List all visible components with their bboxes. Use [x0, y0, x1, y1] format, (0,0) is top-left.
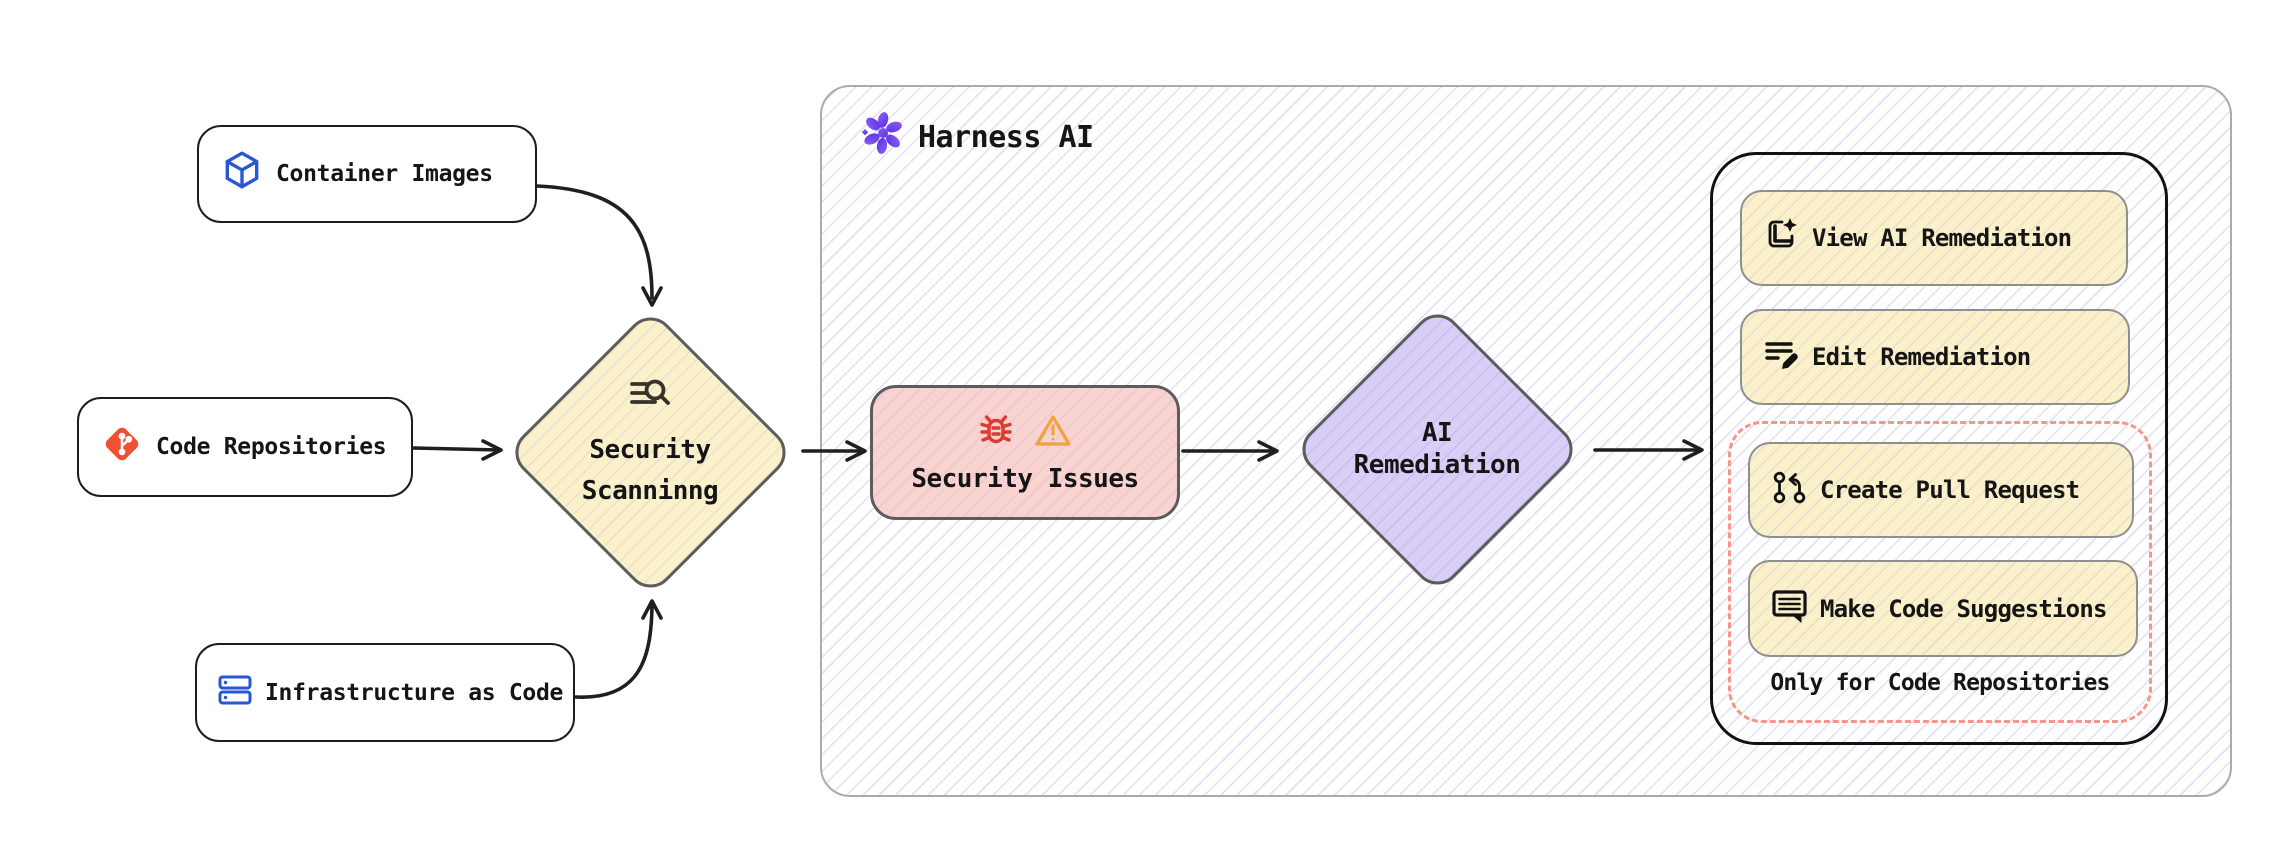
- create-pull-request-button: Create Pull Request: [1748, 442, 2134, 538]
- ai-remediation-line1: AI: [1421, 418, 1453, 448]
- button-label: Create Pull Request: [1820, 476, 2080, 504]
- security-scanning-line2: Scanninng: [581, 476, 719, 507]
- container-cube-icon: [221, 150, 263, 198]
- button-label: Make Code Suggestions: [1820, 594, 2107, 623]
- edit-list-pencil-icon: [1762, 335, 1800, 379]
- harness-ai-group-label: Harness AI: [860, 110, 1094, 164]
- make-code-suggestions-button: Make Code Suggestions: [1748, 560, 2138, 657]
- node-code-repositories: Code Repositories: [77, 397, 413, 497]
- remediation-actions-panel: [1710, 152, 2168, 745]
- ai-remediation-line2: Remediation: [1353, 449, 1521, 480]
- git-icon: [101, 423, 143, 471]
- ai-remediation-label: AI Remediation: [1297, 418, 1577, 481]
- arrow-container-images-to-scanner: [535, 184, 654, 300]
- server-stack-icon: [215, 670, 255, 716]
- code-suggestion-chat-icon: [1770, 587, 1808, 631]
- pull-request-icon: [1770, 468, 1808, 512]
- node-label: Infrastructure as Code: [265, 679, 564, 706]
- arrow-iac-to-scanner: [574, 605, 654, 699]
- harness-ai-flower-icon: [860, 110, 906, 164]
- node-label: Container Images: [276, 161, 493, 187]
- harness-ai-title: Harness AI: [918, 119, 1094, 155]
- arrow-code-repositories-to-scanner: [412, 446, 501, 452]
- bug-icon: [976, 411, 1016, 455]
- button-label: View AI Remediation: [1812, 224, 2072, 252]
- repo-only-dashed-group: [1728, 421, 2152, 723]
- edit-remediation-button: Edit Remediation: [1740, 309, 2130, 405]
- security-issues-label: Security Issues: [911, 464, 1139, 494]
- security-scanning-label: Security Scanninng: [530, 374, 770, 508]
- security-scanning-line1: Security: [589, 434, 711, 465]
- node-container-images: Container Images: [197, 125, 537, 223]
- node-label: Code Repositories: [156, 434, 387, 460]
- repo-only-note: Only for Code Repositories: [1770, 670, 2110, 696]
- view-ai-remediation-button: View AI Remediation: [1740, 190, 2128, 286]
- node-security-issues: Security Issues: [870, 385, 1180, 520]
- scan-search-icon: [627, 374, 673, 425]
- button-label: Edit Remediation: [1812, 343, 2031, 371]
- node-infrastructure-as-code: Infrastructure as Code: [195, 643, 575, 742]
- view-document-sparkle-icon: [1762, 216, 1800, 260]
- warning-triangle-icon: [1032, 411, 1074, 455]
